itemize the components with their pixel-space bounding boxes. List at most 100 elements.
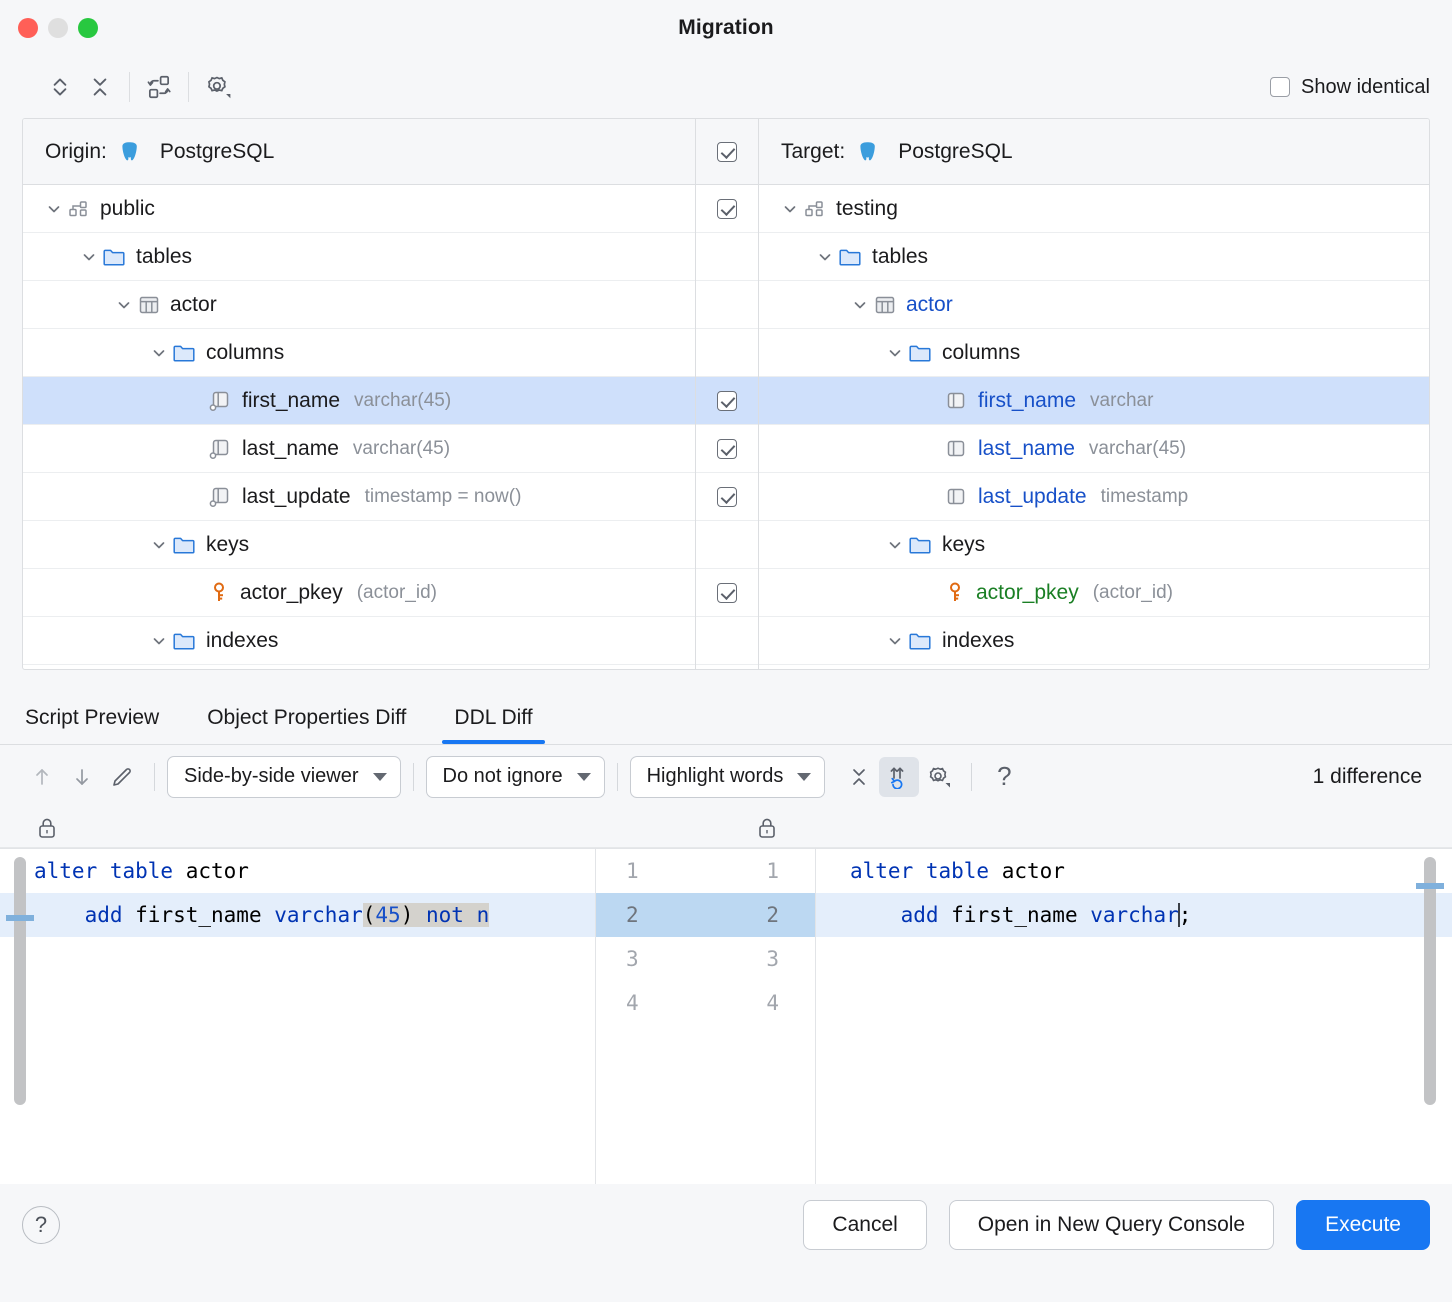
swap-sides-icon[interactable] [139, 67, 179, 107]
minimize-window-button[interactable] [48, 18, 68, 38]
sync-scroll-icon[interactable] [879, 756, 920, 797]
row-checkbox-cell[interactable] [696, 617, 758, 665]
lock-icon[interactable] [36, 816, 58, 840]
tree-row-type: timestamp = now() [364, 485, 522, 507]
tab-ddl-diff[interactable]: DDL Diff [442, 706, 545, 744]
chevron-down-icon[interactable] [886, 344, 908, 362]
maximize-window-button[interactable] [78, 18, 98, 38]
close-window-button[interactable] [18, 18, 38, 38]
row-checkbox-cell[interactable] [696, 473, 758, 521]
collapse-all-icon[interactable] [80, 67, 120, 107]
row-checkbox-cell[interactable] [696, 377, 758, 425]
viewer-mode-dropdown[interactable]: Side-by-side viewer [167, 755, 401, 798]
chevron-down-icon[interactable] [45, 200, 67, 218]
tree-row-type: varchar [1090, 389, 1154, 411]
help-button[interactable]: ? [22, 1206, 60, 1244]
row-checkbox-cell[interactable] [696, 281, 758, 329]
tree-row[interactable]: keys [23, 521, 695, 569]
arrow-up-icon[interactable] [22, 757, 62, 797]
row-checkbox-cell[interactable] [696, 185, 758, 233]
chevron-down-icon[interactable] [886, 536, 908, 554]
tree-row[interactable]: keys [759, 521, 1429, 569]
cancel-button[interactable]: Cancel [803, 1200, 927, 1250]
row-checkbox[interactable] [717, 390, 737, 411]
chevron-down-icon[interactable] [150, 632, 172, 650]
tree-row[interactable]: tables [23, 233, 695, 281]
tree-row[interactable]: indexes [23, 617, 695, 665]
tab-script-preview[interactable]: Script Preview [25, 706, 160, 729]
chevron-down-icon[interactable] [150, 344, 172, 362]
chevron-down-icon[interactable] [115, 296, 137, 314]
row-checkbox[interactable] [717, 438, 737, 459]
tree-row[interactable]: actor [23, 281, 695, 329]
target-code-pane[interactable]: alter table actor add first_name varchar… [816, 849, 1452, 1184]
row-checkbox-cell[interactable] [696, 329, 758, 377]
code-line[interactable]: alter table actor [816, 849, 1452, 893]
highlight-mode-dropdown[interactable]: Highlight words [629, 755, 826, 798]
question-mark-icon[interactable]: ? [997, 761, 1012, 791]
chevron-down-icon [576, 772, 591, 781]
collapse-unchanged-icon[interactable] [839, 757, 879, 797]
chevron-down-icon[interactable] [886, 632, 908, 650]
arrow-down-icon[interactable] [62, 757, 102, 797]
row-checkbox-cell[interactable] [696, 569, 758, 617]
pencil-icon[interactable] [102, 757, 142, 797]
chevron-down-icon[interactable] [851, 296, 873, 314]
tree-row[interactable]: actor_pkey(actor_id) [23, 569, 695, 617]
settings-gear-icon[interactable] [919, 757, 959, 797]
row-checkbox[interactable] [717, 486, 737, 507]
lock-icon[interactable] [756, 816, 778, 840]
select-all-checkbox[interactable] [717, 141, 737, 162]
chevron-down-icon[interactable] [80, 248, 102, 266]
code-line[interactable]: add first_name varchar(45) not n [0, 893, 595, 937]
origin-code-pane[interactable]: alter table actor add first_name varchar… [0, 849, 596, 1184]
row-checkbox-cell[interactable] [696, 233, 758, 281]
code-token: actor [185, 859, 249, 883]
tree-row[interactable]: testing [759, 185, 1429, 233]
tree-row[interactable]: columns [23, 329, 695, 377]
tree-row[interactable]: columns [759, 329, 1429, 377]
column-nullable-icon [207, 388, 233, 414]
row-checkbox-cell[interactable] [696, 425, 758, 473]
tree-header: Origin: PostgreSQL Target: PostgreSQL [23, 119, 1429, 185]
tree-row[interactable]: actor_pkey(actor_id) [759, 569, 1429, 617]
chevron-down-icon[interactable] [816, 248, 838, 266]
row-checkbox-cell[interactable] [696, 521, 758, 569]
window-controls[interactable] [18, 18, 98, 38]
ignore-mode-dropdown[interactable]: Do not ignore [425, 755, 605, 798]
row-checkbox[interactable] [717, 582, 737, 603]
expand-all-icon[interactable] [40, 67, 80, 107]
open-in-new-query-console-button[interactable]: Open in New Query Console [948, 1200, 1275, 1250]
chevron-down-icon[interactable] [150, 536, 172, 554]
execute-button[interactable]: Execute [1296, 1200, 1430, 1250]
tree-row[interactable]: public [23, 185, 695, 233]
code-token: actor [1001, 859, 1065, 883]
origin-scrollbar[interactable] [14, 857, 26, 1105]
show-identical-box[interactable] [1270, 77, 1291, 97]
checkbox-column[interactable] [695, 185, 759, 669]
code-line[interactable]: alter table actor [0, 849, 595, 893]
show-identical-checkbox[interactable]: Show identical [1270, 76, 1430, 99]
chevron-down-icon[interactable] [781, 200, 803, 218]
detail-tabs[interactable]: Script Preview Object Properties Diff DDL … [0, 674, 1452, 744]
tree-row[interactable]: actor [759, 281, 1429, 329]
code-line[interactable]: add first_name varchar; [816, 893, 1452, 937]
tree-row[interactable]: indexes [759, 617, 1429, 665]
header-checkbox-cell[interactable] [695, 119, 759, 184]
target-scrollbar[interactable] [1424, 857, 1436, 1105]
origin-diff-marker [6, 915, 34, 921]
tab-object-properties-diff[interactable]: Object Properties Diff [207, 706, 407, 729]
tree-row[interactable]: tables [759, 233, 1429, 281]
settings-gear-icon[interactable] [198, 67, 238, 107]
row-checkbox[interactable] [717, 198, 737, 219]
